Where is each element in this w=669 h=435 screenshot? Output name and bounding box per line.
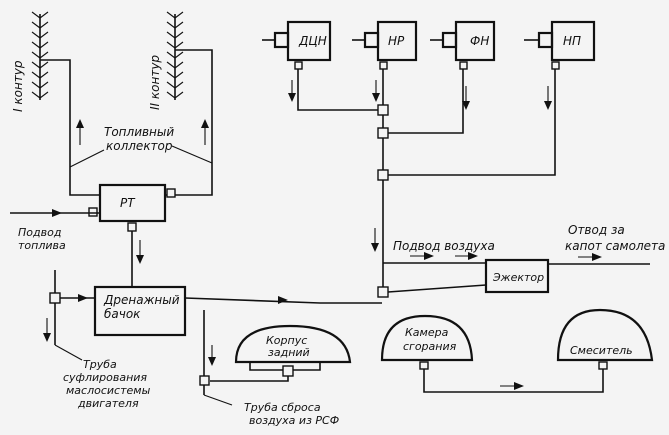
rt-box — [98, 183, 167, 223]
rear-case-label-2: задний — [268, 346, 310, 359]
pump-nr-label: НР — [388, 34, 405, 48]
breather-pipe-label-1: Труба — [83, 358, 117, 371]
combustion-label-1: Камера — [405, 326, 449, 339]
fuel-supply-label-2: топлива — [18, 239, 66, 252]
contour-1-manifold — [31, 11, 100, 196]
rear-case-dome — [234, 324, 352, 364]
rear-case-label-1: Корпус — [266, 334, 307, 347]
pump-fn — [430, 20, 496, 70]
air-supply-label: Подвод воздуха — [393, 239, 495, 253]
breather-pipe-label-2: суфлирования — [63, 371, 147, 384]
drain-tank-box — [93, 285, 187, 337]
pump-np — [524, 20, 596, 70]
mixer-dome — [556, 308, 654, 362]
breather-pipe-label-4: двигателя — [77, 397, 139, 410]
pump-np-label: НП — [563, 34, 581, 48]
pump-dtsn-label: ДЦН — [298, 34, 327, 48]
drain-tank-label-2: бачок — [104, 307, 141, 321]
fuel-manifold-label-1: Топливный — [104, 125, 174, 139]
rsf-pipe-label-2: воздуха из РСФ — [249, 414, 339, 427]
combustion-label-2: сгорания — [403, 340, 457, 353]
rt-label: РТ — [120, 196, 136, 210]
manifold-arrows — [76, 119, 209, 145]
contour-2-label: II контур — [148, 55, 162, 110]
exhaust-label-2: капот самолета — [565, 239, 665, 253]
ejector-label: Эжектор — [492, 271, 544, 284]
pump-dtsn — [262, 20, 332, 70]
fuel-supply-label-1: Подвод — [18, 226, 61, 239]
mixer-label: Смеситель — [570, 344, 633, 357]
combustion-chamber-dome — [380, 314, 474, 362]
pump-nr — [352, 20, 418, 70]
fuel-manifold-label-2: коллектор — [106, 139, 173, 153]
contour-2-manifold — [165, 11, 213, 196]
pump-fn-label: ФН — [470, 34, 489, 48]
breather-pipe-label-3: маслосистемы — [66, 384, 151, 397]
rsf-pipe-label-1: Труба сброса — [244, 401, 321, 414]
contour-1-label: I контур — [11, 60, 25, 112]
drain-tank-label-1: Дренажный — [103, 293, 180, 307]
pump-arrows — [288, 80, 552, 252]
exhaust-label-1: Отвод за — [568, 223, 625, 237]
ejector-box — [484, 258, 550, 294]
